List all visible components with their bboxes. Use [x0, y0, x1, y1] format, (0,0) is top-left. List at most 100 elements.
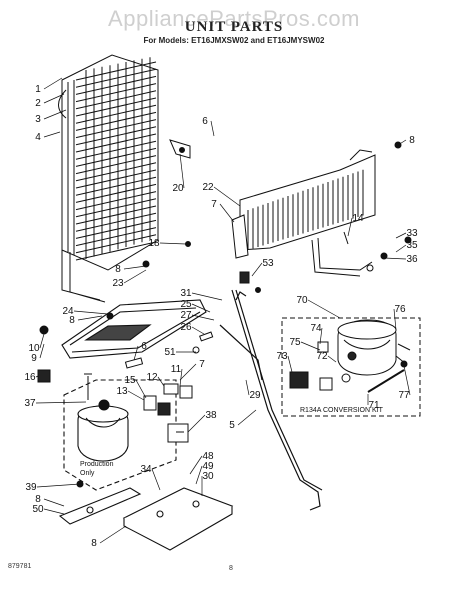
callout-8: 8	[35, 494, 41, 505]
leader-34	[151, 468, 161, 491]
callout-25: 25	[180, 299, 192, 310]
leader-48	[189, 455, 203, 475]
callout-8: 8	[115, 264, 121, 275]
note-conversion-kit: R134A CONVERSION KIT	[300, 407, 384, 414]
callout-36: 36	[406, 254, 418, 265]
bracket-20	[169, 139, 191, 159]
leader-29	[245, 379, 250, 396]
callout-74: 74	[310, 323, 322, 334]
callout-38: 38	[205, 410, 217, 421]
model-subtitle: For Models: ET16JMXSW02 and ET16JMYSW02	[143, 36, 325, 45]
leader-12	[157, 376, 165, 387]
leader-14	[347, 217, 353, 237]
callout-49: 49	[202, 461, 214, 472]
right-hardware	[366, 141, 412, 272]
note-production-line-2: Only	[80, 470, 95, 477]
callout-13: 13	[116, 386, 128, 397]
callout-26: 26	[180, 322, 192, 333]
callout-14: 14	[352, 213, 364, 224]
relay-parts	[143, 383, 193, 443]
leader-33	[395, 232, 407, 239]
compressor	[63, 379, 177, 491]
leader-39	[36, 483, 81, 488]
leader-18	[159, 242, 187, 245]
callout-6: 6	[141, 341, 147, 352]
callout-75: 75	[289, 337, 301, 348]
callout-72: 72	[316, 351, 328, 362]
callout-50: 50	[32, 504, 44, 515]
bracket-7	[231, 214, 249, 259]
conversion-kit-box	[281, 317, 421, 417]
callout-1: 1	[35, 84, 41, 95]
callout-77: 77	[398, 390, 410, 401]
leader-8	[43, 498, 65, 507]
callout-8: 8	[91, 538, 97, 549]
leader-6	[210, 120, 215, 137]
callout-9: 9	[31, 353, 37, 364]
callout-27: 27	[180, 310, 192, 321]
leader-27	[191, 314, 215, 321]
leader-8	[397, 139, 407, 146]
callout-11: 11	[171, 364, 182, 375]
callout-10: 10	[28, 343, 40, 354]
callout-29: 29	[249, 390, 261, 401]
leader-31	[191, 292, 223, 301]
note-production-line-1: Production	[80, 461, 114, 468]
page-number: 8	[229, 565, 233, 572]
leader-5	[237, 409, 257, 426]
callout-51: 51	[164, 347, 176, 358]
leader-16	[35, 375, 39, 378]
leader-24	[73, 310, 109, 315]
callout-76: 76	[394, 304, 406, 315]
long-tubing	[219, 289, 323, 511]
leader-37	[35, 401, 87, 404]
leader-lines	[35, 77, 411, 544]
callout-24: 24	[62, 306, 74, 317]
leader-7	[179, 363, 197, 381]
small-parts	[124, 241, 261, 369]
leader-8	[99, 525, 127, 544]
callout-73: 73	[276, 351, 288, 362]
leader-38	[187, 414, 206, 433]
leader-3	[43, 109, 67, 120]
leader-13	[127, 390, 145, 401]
leader-1	[43, 77, 63, 90]
callout-31: 31	[180, 288, 192, 299]
callout-34: 34	[140, 464, 152, 475]
callout-16: 16	[24, 372, 36, 383]
callout-22: 22	[202, 182, 214, 193]
leader-77	[403, 365, 411, 396]
callout-48: 48	[202, 451, 214, 462]
leader-8	[123, 265, 147, 270]
callout-7: 7	[199, 359, 205, 370]
leader-22	[213, 186, 241, 207]
leader-7	[219, 203, 235, 223]
leader-53	[251, 262, 263, 277]
callout-39: 39	[25, 482, 37, 493]
leader-6	[133, 345, 139, 361]
callout-71: 71	[368, 400, 380, 411]
leader-72	[327, 355, 337, 363]
leader-8	[77, 315, 103, 321]
condenser-coil	[58, 54, 159, 303]
callout-8: 8	[69, 315, 75, 326]
leader-36	[383, 257, 407, 260]
callout-4: 4	[35, 132, 41, 143]
callout-18: 18	[148, 238, 160, 249]
callout-12: 12	[146, 372, 158, 383]
callout-53: 53	[262, 258, 274, 269]
callout-33: 33	[406, 228, 418, 239]
callout-20: 20	[172, 183, 184, 194]
leader-26	[191, 326, 205, 335]
leader-73	[287, 355, 293, 373]
callout-37: 37	[24, 398, 36, 409]
leader-23	[123, 269, 147, 284]
callout-15: 15	[124, 375, 136, 386]
watermark: AppliancePartsPros.com	[108, 6, 360, 31]
doc-number: 879781	[8, 563, 32, 570]
diagram-title: UNIT PARTS	[184, 19, 284, 35]
callout-70: 70	[296, 295, 308, 306]
leader-10	[39, 333, 45, 349]
leader-25	[191, 303, 211, 313]
